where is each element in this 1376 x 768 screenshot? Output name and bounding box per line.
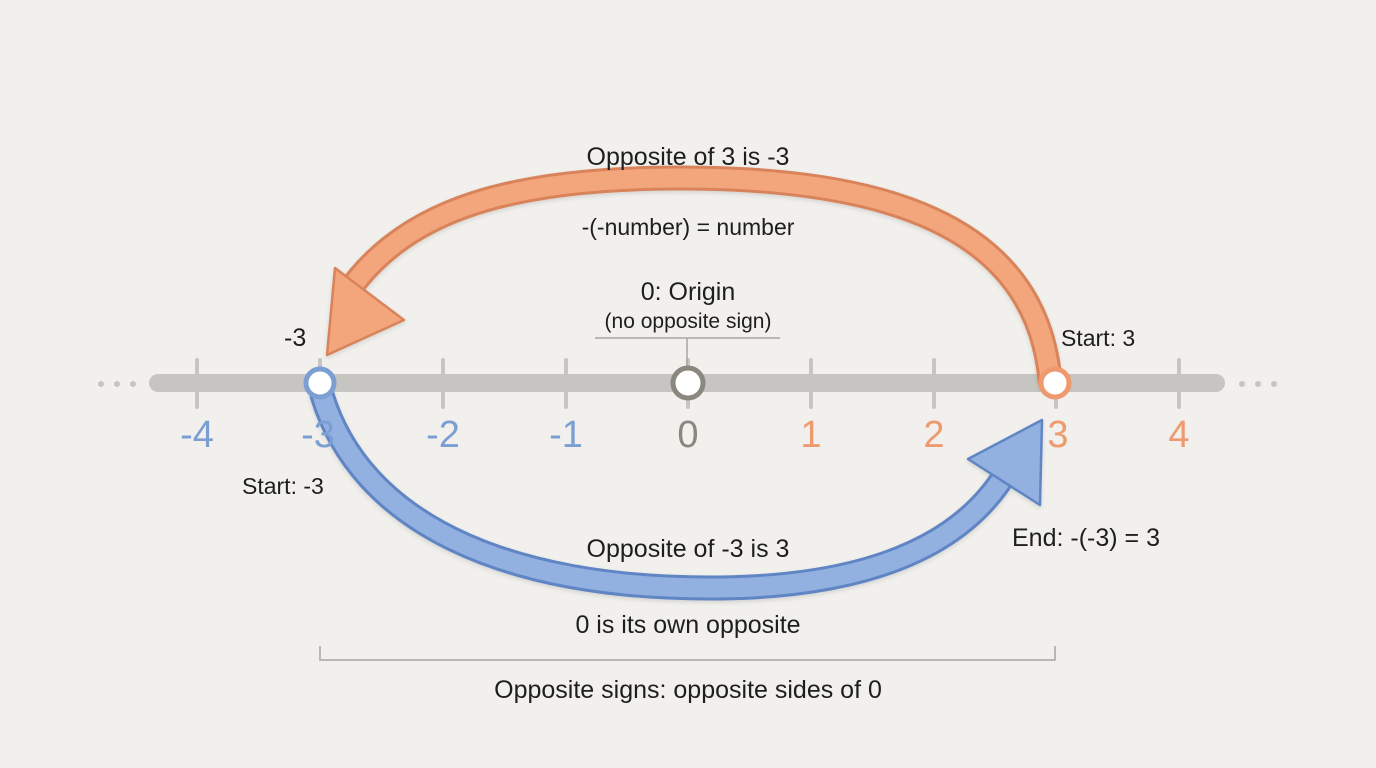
top-arrow-title: Opposite of 3 is -3 — [586, 143, 790, 171]
tick-label-zero: 0 — [677, 414, 699, 456]
overflow-dots-right — [1239, 381, 1277, 387]
top-arrow-rule: -(-number) = number — [581, 214, 795, 240]
tick-label-4: 4 — [1168, 414, 1190, 456]
tick-label-neg4: -4 — [180, 414, 214, 456]
origin-bracket — [595, 337, 780, 366]
point-marker-zero — [670, 365, 706, 401]
top-arrow-end-label: -3 — [284, 324, 307, 352]
top-arrowhead — [325, 266, 406, 357]
bottom-arrow-start-label: Start: -3 — [242, 473, 324, 499]
tick-label-2: 2 — [923, 414, 945, 456]
bottom-arrow-title: Opposite of -3 is 3 — [586, 535, 790, 563]
overflow-dots-left — [98, 381, 136, 387]
tick-label-1: 1 — [800, 414, 822, 456]
top-arrow-start-label: Start: 3 — [1061, 325, 1136, 351]
top-arrow — [325, 165, 1063, 393]
tick-label-neg3: -3 — [301, 414, 335, 456]
bottom-arrowhead — [966, 418, 1044, 507]
bottom-arrow-end-label: End: -(-3) = 3 — [1012, 524, 1160, 552]
opposite-sides-bracket — [319, 646, 1056, 661]
origin-subtitle: (no opposite sign) — [604, 310, 772, 333]
bottom-arrow — [309, 382, 1044, 601]
point-marker-neg3 — [303, 366, 337, 400]
opposite-sides-caption: Opposite signs: opposite sides of 0 — [494, 676, 882, 704]
tick-label-neg1: -1 — [549, 414, 583, 456]
tick-label-3: 3 — [1047, 414, 1069, 456]
tick-label-neg2: -2 — [426, 414, 460, 456]
point-marker-3 — [1038, 366, 1072, 400]
zero-own-opposite-note: 0 is its own opposite — [575, 611, 801, 639]
origin-title: 0: Origin — [640, 278, 736, 306]
